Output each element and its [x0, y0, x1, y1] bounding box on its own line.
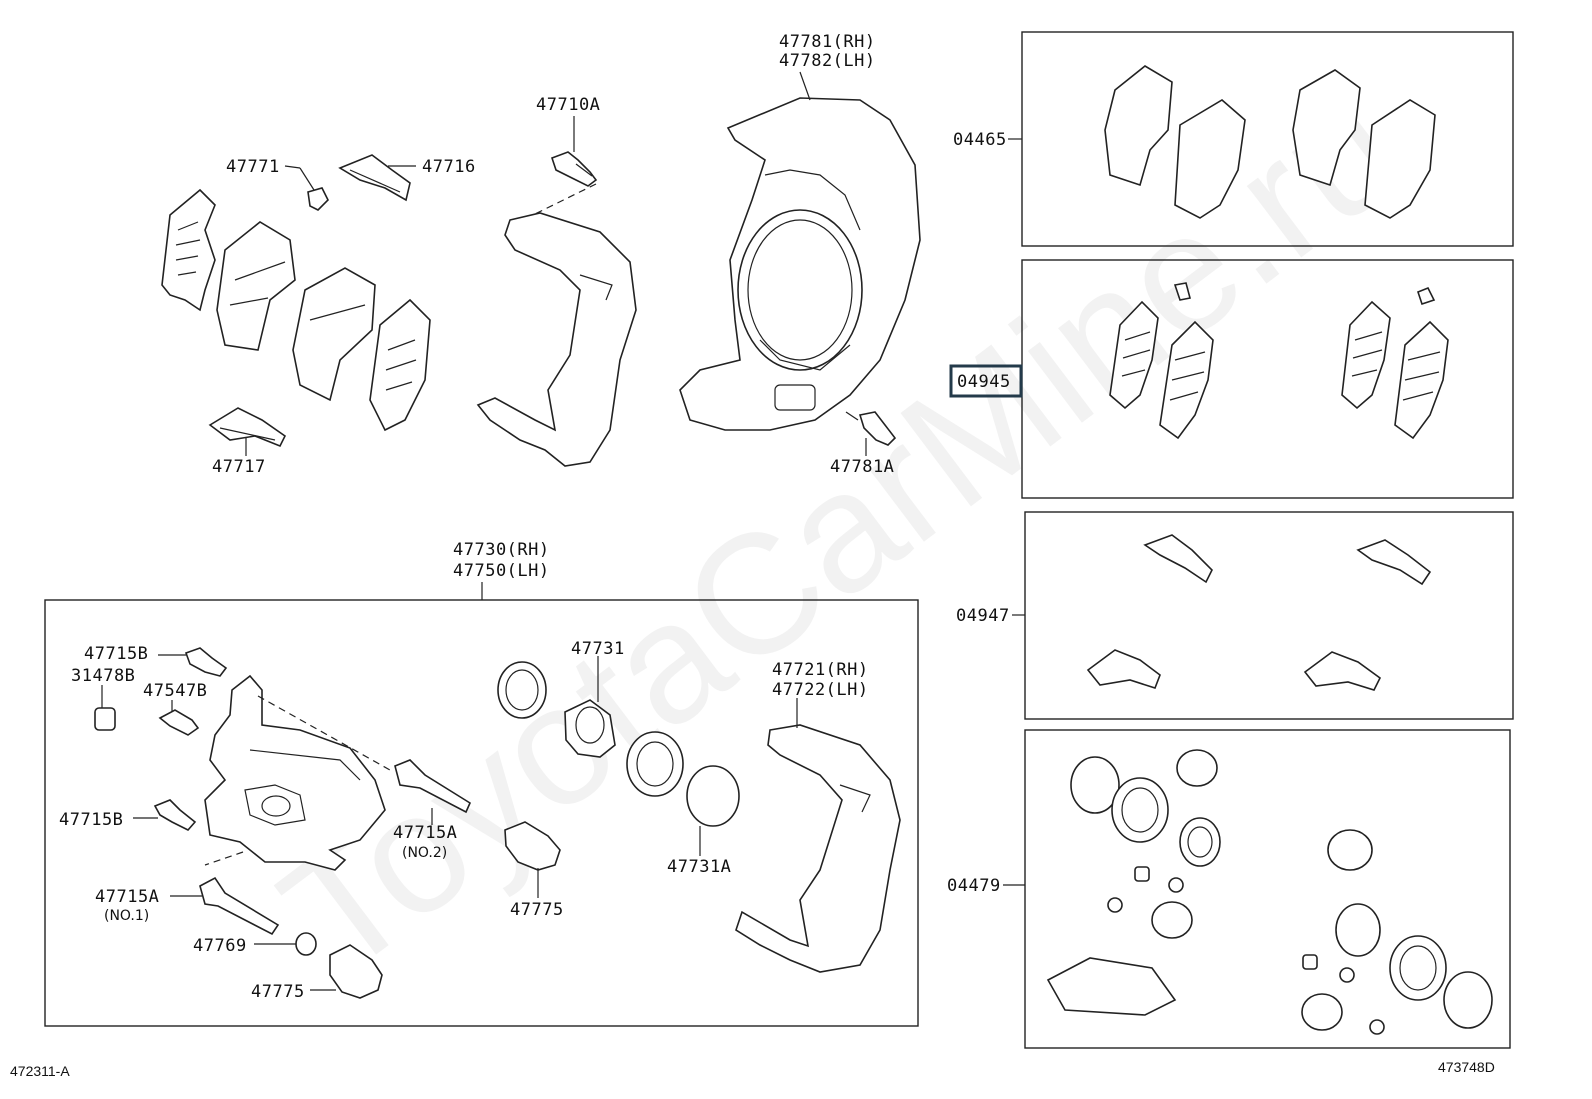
label-47750-lh: 47750(LH) [453, 561, 550, 581]
caliper-assembly-box [44, 599, 919, 1027]
label-47781-rh: 47781(RH) [779, 32, 876, 52]
anti-squeal-kit-04945[interactable] [1109, 282, 1449, 440]
screw-47781A[interactable] [858, 411, 897, 446]
piston-47731[interactable] [564, 699, 616, 758]
label-04945[interactable]: 04945 [957, 372, 1011, 392]
pin-47715a-no1[interactable] [199, 876, 280, 936]
bolt-47715b-top[interactable] [184, 647, 228, 677]
seal-ring[interactable] [497, 661, 547, 719]
label-47715b-mid: 47715B [59, 810, 123, 830]
label-04479: 04479 [947, 876, 1001, 896]
bolt-47715b-mid[interactable] [153, 799, 197, 831]
label-no2: (NO.2) [402, 845, 447, 861]
label-04947: 04947 [956, 606, 1010, 626]
label-47722-lh: 47722(LH) [772, 680, 869, 700]
label-47730-rh: 47730(RH) [453, 540, 550, 560]
caliper-mounting-bracket-top[interactable] [476, 212, 637, 467]
label-47769: 47769 [193, 936, 247, 956]
label-47710a: 47710A [536, 95, 600, 115]
footer-right-code: 473748D [1438, 1059, 1495, 1075]
label-47715b-top: 47715B [84, 644, 148, 664]
anti-squeal-shim-47716[interactable] [338, 154, 411, 202]
label-47775-mid: 47775 [510, 900, 564, 920]
bushing-47769[interactable] [295, 932, 317, 956]
caliper-mounting-bracket-bottom[interactable] [735, 724, 901, 973]
piston-seal[interactable] [626, 731, 684, 797]
caliper-cylinder[interactable] [204, 674, 386, 871]
label-31478b: 31478B [71, 666, 135, 686]
bolt-47710A[interactable] [550, 151, 598, 187]
label-47721-rh: 47721(RH) [772, 660, 869, 680]
boot-47775-mid[interactable] [504, 821, 561, 871]
label-47715a-no1: 47715A [95, 887, 159, 907]
label-47781a: 47781A [830, 457, 894, 477]
anti-squeal-shim-47717[interactable] [208, 407, 287, 448]
label-47731a: 47731A [667, 857, 731, 877]
label-47731: 47731 [571, 639, 625, 659]
brake-pad-group-left[interactable] [161, 188, 431, 432]
footer-left-code: 472311-A [10, 1063, 70, 1079]
label-47782-lh: 47782(LH) [779, 51, 876, 71]
boot-47775-left[interactable] [329, 944, 383, 999]
clip-47771[interactable] [307, 187, 329, 211]
label-47547b: 47547B [143, 681, 207, 701]
ring-47731a[interactable] [686, 765, 740, 827]
shim-kit-04947[interactable] [1086, 534, 1432, 691]
kit-box-04479 [1024, 729, 1511, 1049]
cap-31478b[interactable] [94, 707, 116, 731]
pad-set-04465[interactable] [1104, 65, 1436, 219]
label-47717: 47717 [212, 457, 266, 477]
label-no1: (NO.1) [104, 908, 149, 924]
pin-47715a-no2[interactable] [394, 759, 472, 814]
label-04465: 04465 [953, 130, 1007, 150]
label-47771: 47771 [226, 157, 280, 177]
disc-brake-dust-cover[interactable] [679, 97, 921, 431]
plug-47547b[interactable] [158, 709, 200, 736]
label-47775-left: 47775 [251, 982, 305, 1002]
label-47716: 47716 [422, 157, 476, 177]
label-47715a-no2: 47715A [393, 823, 457, 843]
kit-box-04947 [1024, 511, 1514, 720]
cylinder-kit-04479[interactable] [1046, 749, 1493, 1035]
highlight-04945[interactable] [949, 364, 1023, 398]
